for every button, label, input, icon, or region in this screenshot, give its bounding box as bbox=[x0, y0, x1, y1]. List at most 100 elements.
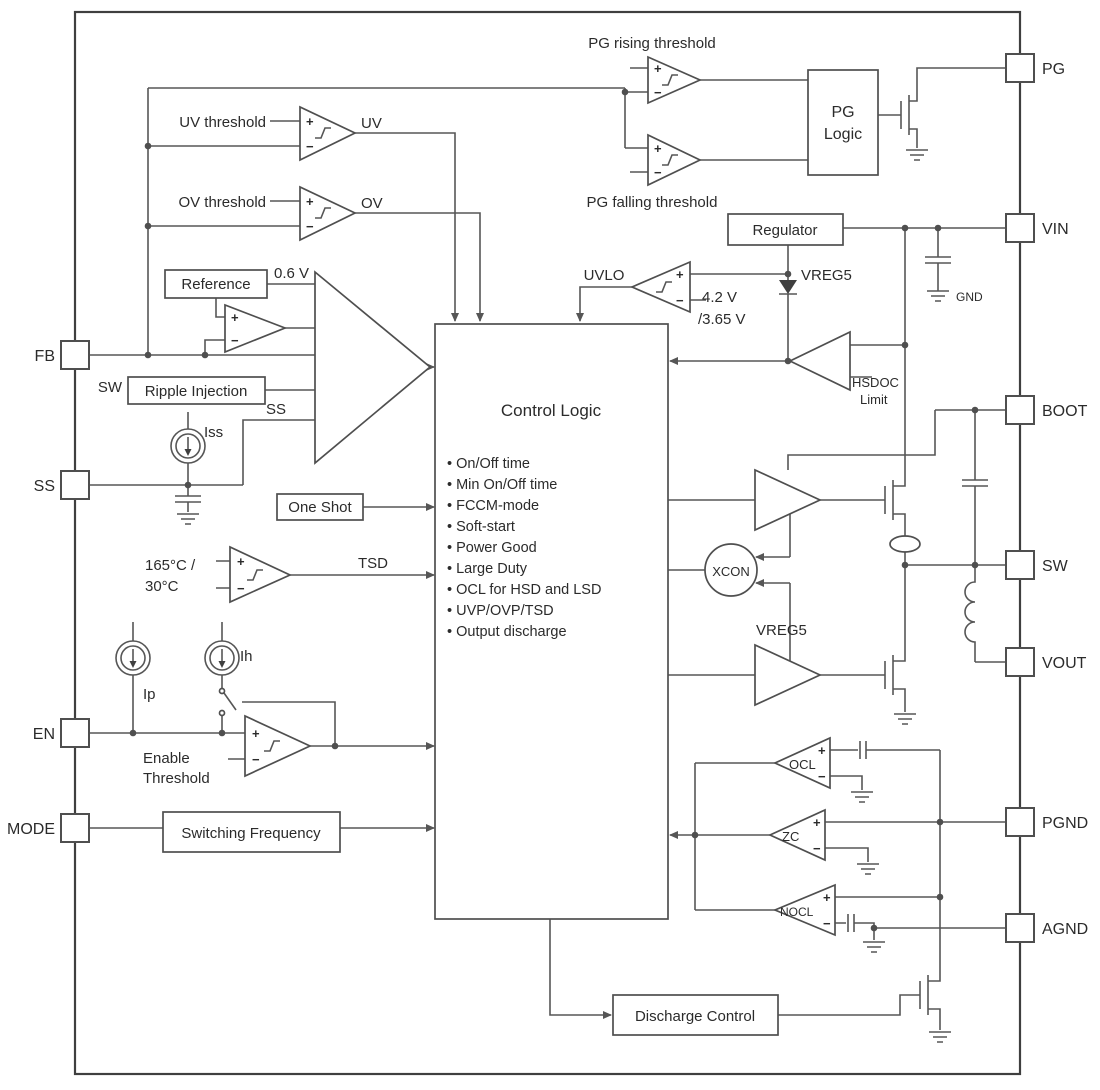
gnd-label: GND bbox=[956, 290, 983, 304]
pg-logic-block bbox=[807, 69, 879, 176]
reference-block bbox=[164, 269, 268, 299]
pin-vin bbox=[1005, 213, 1035, 243]
pg-rising-comparator bbox=[647, 55, 703, 105]
ip-label: Ip bbox=[143, 686, 156, 703]
minus-sign: − bbox=[654, 85, 662, 100]
vreg5-diode bbox=[779, 280, 797, 294]
pin-ss bbox=[60, 470, 90, 500]
ih-current-source bbox=[204, 640, 240, 676]
pg-logic-label-line2: Logic bbox=[824, 126, 862, 143]
vreg5-driver-label: VREG5 bbox=[756, 622, 807, 639]
ref-voltage-label: 0.6 V bbox=[274, 265, 309, 282]
zc-label: ZC bbox=[782, 829, 799, 844]
control-to-discharge-arrow bbox=[549, 919, 612, 1019]
plus-sign: + bbox=[818, 743, 826, 758]
reference-label: Reference bbox=[181, 276, 250, 293]
pg-rising-threshold-label: PG rising threshold bbox=[588, 35, 716, 52]
vreg5-label: VREG5 bbox=[801, 267, 852, 284]
pin-label-boot: BOOT bbox=[1042, 403, 1088, 420]
plus-sign: + bbox=[237, 554, 245, 569]
ov-threshold-label: OV threshold bbox=[178, 194, 266, 211]
softstart-capacitor bbox=[174, 495, 202, 503]
pin-agnd bbox=[1005, 913, 1035, 943]
junction-dots bbox=[129, 88, 979, 932]
control-logic-item: • Min On/Off time bbox=[447, 477, 557, 493]
pg-falling-threshold-label: PG falling threshold bbox=[587, 194, 718, 211]
minus-sign: − bbox=[654, 165, 662, 180]
plus-sign: + bbox=[654, 141, 662, 156]
ground-symbol bbox=[862, 941, 886, 953]
ov-net-label: OV bbox=[361, 195, 383, 212]
uvlo-comparator bbox=[629, 260, 691, 314]
nocl-comparator bbox=[772, 883, 836, 937]
minus-sign: − bbox=[306, 219, 314, 234]
function-blocks bbox=[127, 69, 879, 1036]
pin-mode bbox=[60, 813, 90, 843]
pg-logic-label-line1: PG bbox=[831, 104, 854, 121]
xcon-circle bbox=[704, 543, 758, 597]
pin-label-agnd: AGND bbox=[1042, 921, 1088, 938]
ripple-injection-label: Ripple Injection bbox=[145, 383, 248, 400]
pg-falling-comparator bbox=[647, 133, 702, 187]
control-logic-item: • OCL for HSD and LSD bbox=[447, 582, 601, 598]
minus-sign: − bbox=[818, 769, 826, 784]
uvlo-falling-label: /3.65 V bbox=[698, 311, 746, 328]
pin-en bbox=[60, 718, 90, 748]
lowside-driver bbox=[754, 643, 823, 707]
wires-power-stage bbox=[787, 228, 1006, 712]
control-logic-item: • FCCM-mode bbox=[447, 498, 539, 514]
pin-label-ss: SS bbox=[34, 478, 55, 495]
highside-driver bbox=[754, 468, 823, 532]
control-logic-item: • Soft-start bbox=[447, 519, 515, 535]
plus-sign: + bbox=[676, 267, 684, 282]
tsd-temp-label-line2: 30°C bbox=[145, 578, 179, 595]
uvlo-rising-label: 4.2 V bbox=[702, 289, 737, 306]
pin-sw bbox=[1005, 550, 1035, 580]
plus-sign: + bbox=[823, 890, 831, 905]
one-shot-block bbox=[276, 493, 364, 521]
control-logic-item: • Large Duty bbox=[447, 561, 528, 577]
ripple-injection-block bbox=[127, 376, 266, 405]
sw-net-label: SW bbox=[98, 379, 123, 396]
ground-symbol bbox=[905, 149, 929, 161]
control-logic-title: Control Logic bbox=[501, 401, 602, 420]
wires-reference-softstart bbox=[89, 283, 315, 512]
comparator-signs: + − + − + − + − + − + − + − + − + − + − … bbox=[231, 61, 831, 931]
hsdoc-label-line2: Limit bbox=[860, 392, 888, 407]
labels: FB SS EN MODE PG VIN BOOT SW VOUT PGND A… bbox=[7, 35, 1088, 1025]
enable-threshold-label-line1: Enable bbox=[143, 750, 190, 767]
wires bbox=[89, 67, 1006, 1030]
wires-enable-tsd-mode bbox=[89, 560, 336, 829]
minus-sign: − bbox=[252, 752, 260, 767]
control-logic-item: • Power Good bbox=[447, 540, 537, 556]
wires-pg-section bbox=[700, 67, 1006, 161]
tsd-net-label: TSD bbox=[358, 555, 388, 572]
ip-current-source bbox=[115, 640, 151, 676]
ov-to-control-arrow bbox=[355, 212, 484, 322]
regulator-block bbox=[727, 213, 844, 246]
ih-label: Ih bbox=[240, 648, 253, 665]
minus-sign: − bbox=[306, 139, 314, 154]
pin-label-en: EN bbox=[33, 726, 55, 743]
vin-capacitor bbox=[924, 256, 952, 264]
enable-comparator bbox=[244, 714, 313, 778]
pins bbox=[60, 53, 1035, 943]
discharge-control-block bbox=[612, 994, 779, 1036]
uvlo-to-control-arrow bbox=[576, 286, 632, 322]
ground-symbol bbox=[850, 791, 874, 803]
ih-switch-contact-top bbox=[218, 687, 226, 695]
pin-boot bbox=[1005, 395, 1035, 425]
chip-outline bbox=[73, 10, 1022, 1076]
pin-label-fb: FB bbox=[35, 348, 55, 365]
one-shot-label: One Shot bbox=[288, 499, 352, 516]
plus-sign: + bbox=[813, 815, 821, 830]
minus-sign: − bbox=[231, 333, 239, 348]
ground-symbol bbox=[856, 863, 880, 875]
uv-threshold-label: UV threshold bbox=[179, 114, 266, 131]
pin-label-vin: VIN bbox=[1042, 221, 1069, 238]
control-logic-item: • UVP/OVP/TSD bbox=[447, 603, 554, 619]
pin-pg bbox=[1005, 53, 1035, 83]
signal-arrows bbox=[290, 132, 790, 1019]
tsd-temp-label-line1: 165°C / bbox=[145, 557, 196, 574]
